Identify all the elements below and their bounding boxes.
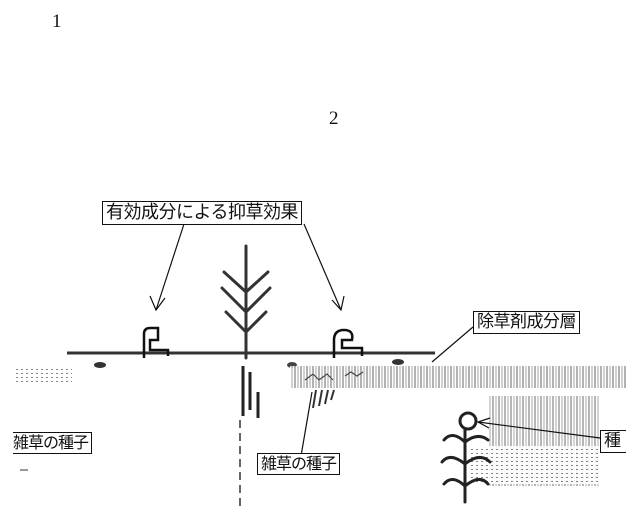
page-number-2: 2 <box>329 108 339 129</box>
effect-pointer-left <box>155 223 185 311</box>
layer-pointer <box>431 326 474 363</box>
page-number-1: 1 <box>52 11 62 32</box>
seed-center-pointer <box>300 391 313 457</box>
weed-seed-label-left: 雑草の種子 <box>13 432 93 454</box>
herbicide-layer-band <box>290 366 626 388</box>
effect-arrowhead-right <box>331 295 345 312</box>
seed-right-pointer <box>477 421 601 439</box>
effect-arrowhead-left <box>149 295 166 312</box>
effect-label: 有効成分による抑草効果 <box>102 201 302 225</box>
weed-seed-label-center: 雑草の種子 <box>257 453 341 475</box>
buried-seed-hatch <box>312 389 335 409</box>
crop-root <box>241 366 260 418</box>
pebble <box>392 359 404 365</box>
pebble <box>94 362 106 368</box>
herbicide-layer-noise <box>304 371 364 381</box>
seed-right-arrowhead <box>476 417 491 429</box>
effect-pointer-right <box>303 223 342 311</box>
herbicide-layer-band-left <box>16 368 72 382</box>
weed-sprout-left <box>142 326 170 358</box>
germinating-weed <box>440 411 492 504</box>
soil-dots-block <box>470 446 600 484</box>
herbicide-layer-label: 除草剤成分層 <box>473 311 580 334</box>
weed-seed-label-right: 種 <box>600 430 626 453</box>
weed-sprout-right <box>332 328 364 358</box>
crop-plant <box>220 244 272 360</box>
